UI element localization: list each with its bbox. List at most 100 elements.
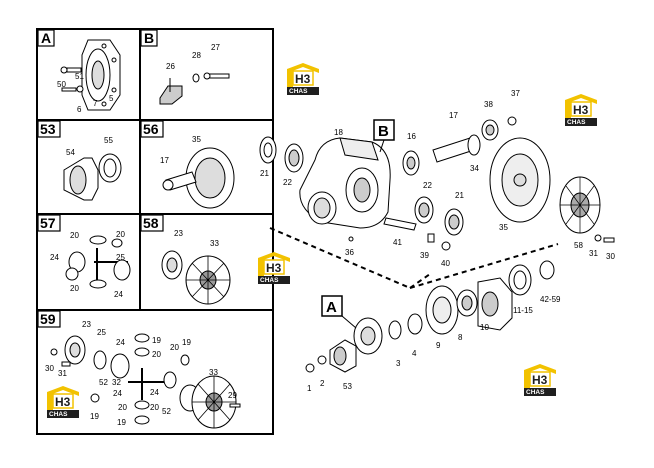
part-35: 35 [192,135,201,144]
dashed-guides [269,227,559,289]
part-20a: 20 [152,350,161,359]
logo-text-4: CHAS [49,411,68,418]
part-19d: 19 [182,338,191,347]
main-labels: 18 17 38 37 16 21 22 34 22 21 35 36 41 3… [260,89,615,393]
panel-56-title: 56 [143,121,159,137]
callout-b-label: B [378,123,389,140]
part-4: 4 [412,349,417,358]
part-11-15: 11-15 [513,306,533,315]
part-20b: 20 [116,230,125,239]
chas-logo-1: CHAS [286,62,320,96]
part-19c: 19 [117,418,126,427]
callout-a: A [321,295,357,329]
part-40: 40 [441,259,450,268]
part-53: 53 [343,382,352,391]
part-29: 29 [228,391,237,400]
logo-text-1: CHAS [289,88,308,95]
part-31: 31 [589,249,598,258]
part-24b: 24 [113,389,122,398]
chas-logo-5: CHAS [523,363,557,397]
part-42-59: 42-59 [540,295,561,304]
panel-57: 57 20 20 24 25 20 24 [37,214,131,299]
panel-grid [36,28,274,435]
chas-logo-3: CHAS [257,251,291,285]
part-24a: 24 [50,253,59,262]
panel-b-title: B [144,30,154,46]
part-24b: 24 [114,290,123,299]
chas-logo-2: CHAS [564,93,598,127]
part-20c: 20 [70,284,79,293]
part-27: 27 [211,43,220,52]
part-17: 17 [449,111,458,120]
panel-59-title: 59 [40,311,56,327]
logo-text-5: CHAS [526,389,545,396]
callout-a-label: A [326,299,337,316]
part-25: 25 [116,253,125,262]
part-10: 10 [480,323,489,332]
part-33: 33 [210,239,219,248]
part-33: 33 [209,368,218,377]
logo-text-2: CHAS [567,119,586,126]
part-52a: 52 [99,378,108,387]
part-32: 32 [112,378,121,387]
part-5: 5 [109,94,114,103]
part-30: 30 [606,252,615,261]
part-51: 51 [75,72,84,81]
part-20d: 20 [150,403,159,412]
part-19a: 19 [152,336,161,345]
part-38: 38 [484,100,493,109]
panel-59: 59 23 25 24 19 20 20 30 3 [37,310,241,429]
part-26: 26 [166,62,175,71]
part-52b: 52 [162,407,171,416]
part-17: 17 [160,156,169,165]
part-24c: 24 [150,388,159,397]
panel-58-title: 58 [143,215,159,231]
part-8: 8 [458,333,463,342]
part-16: 16 [407,132,416,141]
part-7: 7 [93,99,98,108]
part-54: 54 [66,148,75,157]
chas-logo-4: CHAS [46,385,80,419]
part-19b: 19 [90,412,99,421]
part-18: 18 [334,128,343,137]
part-24a: 24 [116,338,125,347]
panel-53-title: 53 [40,121,56,137]
part-20b: 20 [170,343,179,352]
part-30: 30 [45,364,54,373]
part-22a: 22 [283,178,292,187]
callout-b: B [373,119,395,153]
part-6: 6 [77,105,82,114]
part-23: 23 [82,320,91,329]
panel-56: 56 17 35 [140,120,235,209]
part-50: 50 [57,80,66,89]
part-36: 36 [345,248,354,257]
part-9: 9 [436,341,441,350]
part-31: 31 [58,369,67,378]
panel-b: B 26 28 27 [140,29,230,105]
part-3: 3 [396,359,401,368]
part-2: 2 [320,379,325,388]
panel-53: 53 54 55 [37,120,122,201]
part-34: 34 [470,164,479,173]
flange-part [60,39,121,111]
logo-text-3: CHAS [260,277,279,284]
part-20a: 20 [70,231,79,240]
main-assembly [259,116,615,373]
part-1: 1 [307,384,312,393]
part-22b: 22 [423,181,432,190]
part-21a: 21 [260,169,269,178]
panel-a: A 51 50 6 7 5 [37,29,121,114]
part-23: 23 [174,229,183,238]
part-28: 28 [192,51,201,60]
part-39: 39 [420,251,429,260]
part-55: 55 [104,136,113,145]
part-35: 35 [499,223,508,232]
panel-57-title: 57 [40,215,56,231]
panel-a-title: A [41,30,51,46]
part-25: 25 [97,328,106,337]
part-37: 37 [511,89,520,98]
part-20c: 20 [118,403,127,412]
panel-58: 58 23 33 [140,214,231,305]
part-21b: 21 [455,191,464,200]
